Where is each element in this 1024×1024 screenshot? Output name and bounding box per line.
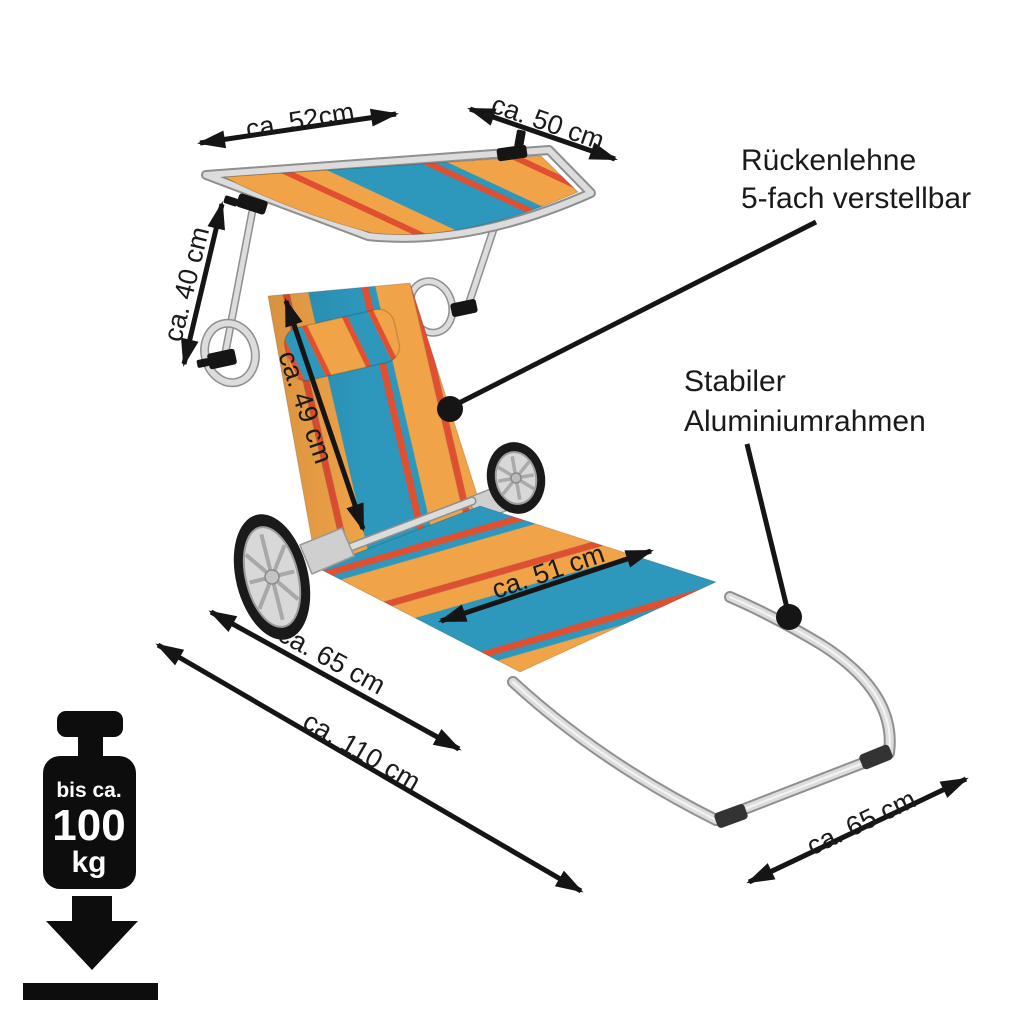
canopy-clamp-right	[496, 129, 528, 162]
frame-callout-leader	[744, 443, 791, 613]
ground-bar	[23, 983, 158, 1000]
frame-callout-line2: Aluminiumrahmen	[684, 405, 926, 438]
load-capacity-value: 100	[52, 801, 125, 850]
dimension-label-rear-width: ca. 65 cm	[802, 784, 921, 861]
dimension-arrow-total-length	[155, 642, 584, 894]
dimension-label-canopy-height: ca. 40 cm	[158, 224, 215, 345]
left-wheel	[233, 514, 355, 640]
backrest-callout-leader	[453, 219, 818, 408]
dimension-arrow-canopy-depth	[467, 106, 618, 162]
frame-end-cap-right	[859, 744, 893, 770]
weight-body	[43, 756, 136, 889]
load-capacity-unit: kg	[71, 846, 106, 879]
weight-handle	[57, 711, 123, 737]
load-capacity-prefix: bis ca.	[56, 779, 121, 802]
dimension-arrow-rear-width	[746, 776, 969, 885]
frame-callout-dot	[776, 604, 802, 630]
canopy-clamp-left	[223, 193, 268, 215]
feature-callouts: Rückenlehne 5-fach verstellbar Stabiler …	[437, 144, 971, 630]
backrest-callout-dot	[437, 396, 463, 422]
dimension-label-canopy-width: ca. 52cm	[244, 97, 357, 145]
canopy-fabric	[222, 155, 579, 236]
frame-end-cap-left	[714, 804, 748, 828]
dimension-arrow-backrest-length	[283, 298, 366, 532]
frame-callout-line1: Stabiler	[684, 365, 786, 398]
dimension-arrow-seat-length	[438, 548, 654, 624]
backrest-callout-line2: 5-fach verstellbar	[741, 182, 971, 215]
down-arrow-icon	[46, 896, 138, 970]
dimension-arrow-canopy-width	[197, 108, 399, 149]
load-capacity-icon: bis ca. 100 kg	[23, 711, 158, 1000]
dimension-label-front-width: ca. 65 cm	[273, 618, 390, 700]
backrest-callout-line1: Rückenlehne	[741, 144, 916, 177]
sun-canopy	[201, 129, 596, 243]
dimension-arrow-canopy-height	[181, 201, 225, 367]
